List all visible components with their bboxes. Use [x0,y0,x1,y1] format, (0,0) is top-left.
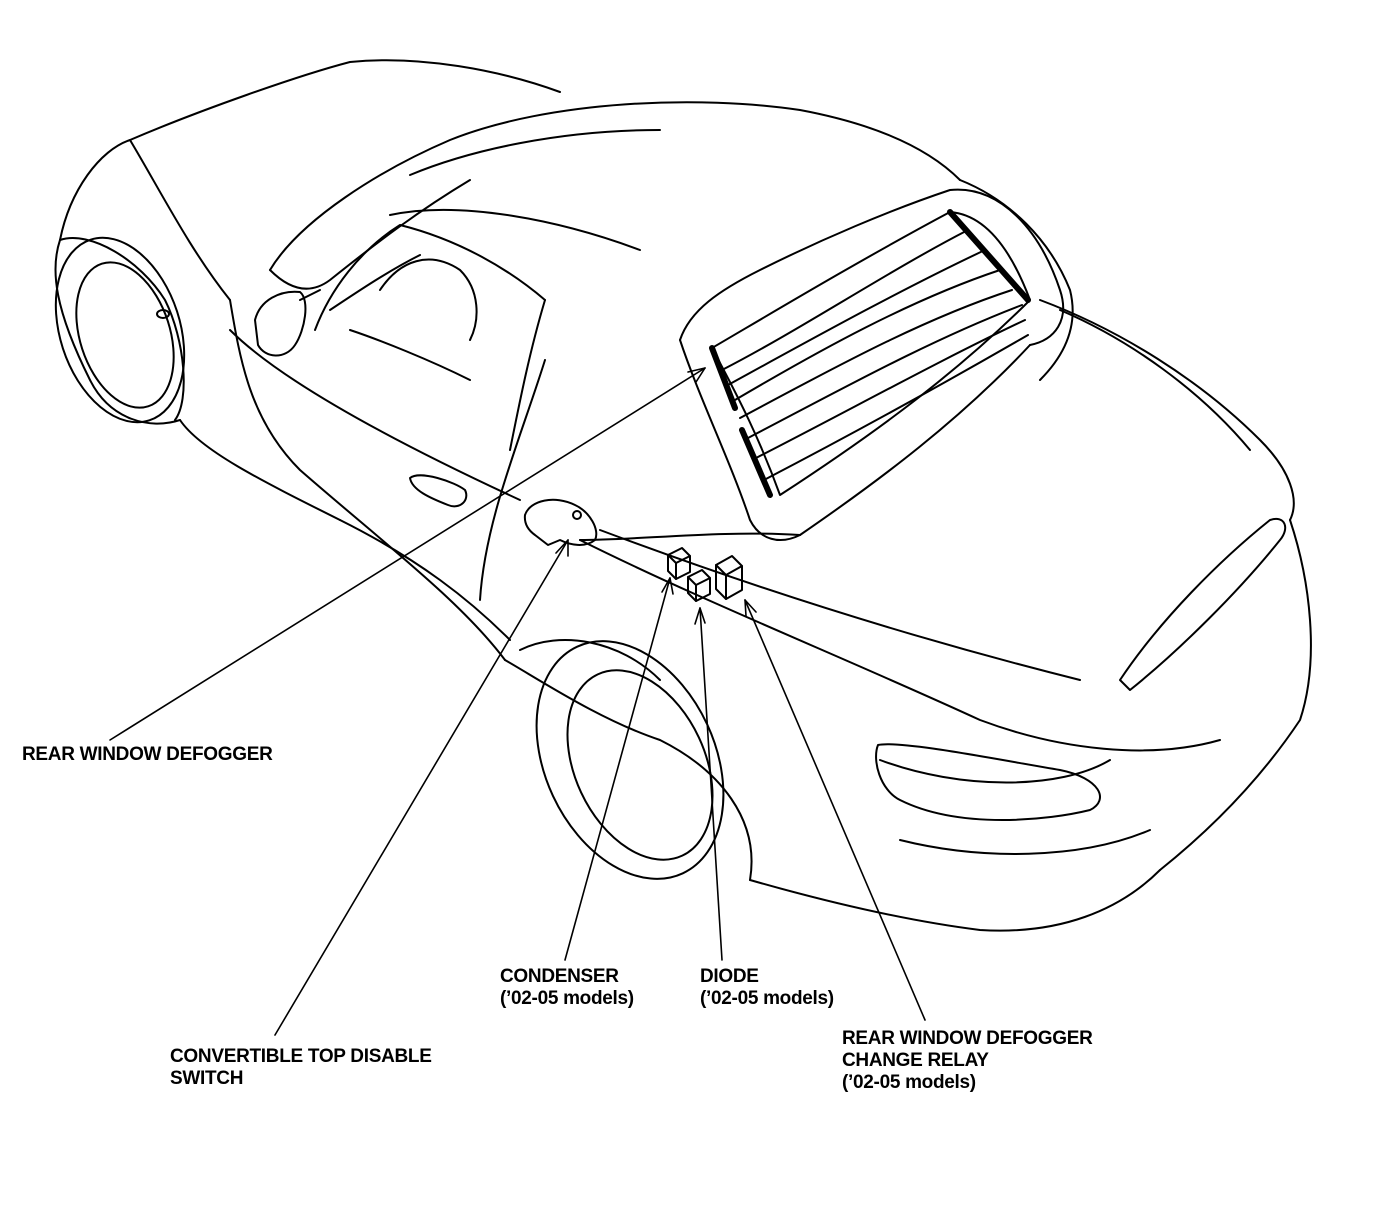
leader-condenser [564,577,671,961]
label-condenser: CONDENSER (’02-05 models) [500,966,634,1010]
condenser-part [667,547,691,580]
label-condenser-line-1: CONDENSER [500,966,619,987]
arrow-change-relay [744,599,757,617]
label-rear-window-defogger: REAR WINDOW DEFOGGER [22,744,273,766]
label-relay-line-3: (’02-05 models) [842,1072,976,1093]
leader-convertible-switch [274,539,569,1036]
label-defogger-change-relay: REAR WINDOW DEFOGGER CHANGE RELAY (’02-0… [842,1028,1093,1094]
label-relay-line-2: CHANGE RELAY [842,1050,989,1071]
label-convertible-line-2: SWITCH [170,1068,244,1089]
label-diode-line-2: (’02-05 models) [700,988,834,1009]
hardtop [269,101,1074,541]
rear-wheel [519,639,725,880]
arrow-condenser [661,577,674,595]
label-convertible-top-disable-switch: CONVERTIBLE TOP DISABLE SWITCH [170,1046,432,1090]
label-diode: DIODE (’02-05 models) [700,966,834,1010]
arrow-convertible-switch [555,539,569,557]
car-body [54,59,1312,932]
label-rear-window-defogger-text: REAR WINDOW DEFOGGER [22,744,273,765]
cabin [254,224,546,451]
change-relay-part [715,555,743,600]
arrow-rear-window-defogger [687,367,706,383]
label-diode-line-1: DIODE [700,966,759,987]
leader-change-relay [744,599,926,1021]
arrow-diode [694,607,706,625]
leader-diode [699,607,723,961]
leader-rear-window-defogger [109,367,706,741]
convertible-top-disable-switch-part [523,498,598,546]
label-convertible-line-1: CONVERTIBLE TOP DISABLE [170,1046,432,1067]
label-condenser-line-2: (’02-05 models) [500,988,634,1009]
leader-lines [109,367,926,1036]
label-relay-line-1: REAR WINDOW DEFOGGER [842,1028,1093,1049]
diode-part [687,569,711,602]
front-wheel [54,236,186,424]
